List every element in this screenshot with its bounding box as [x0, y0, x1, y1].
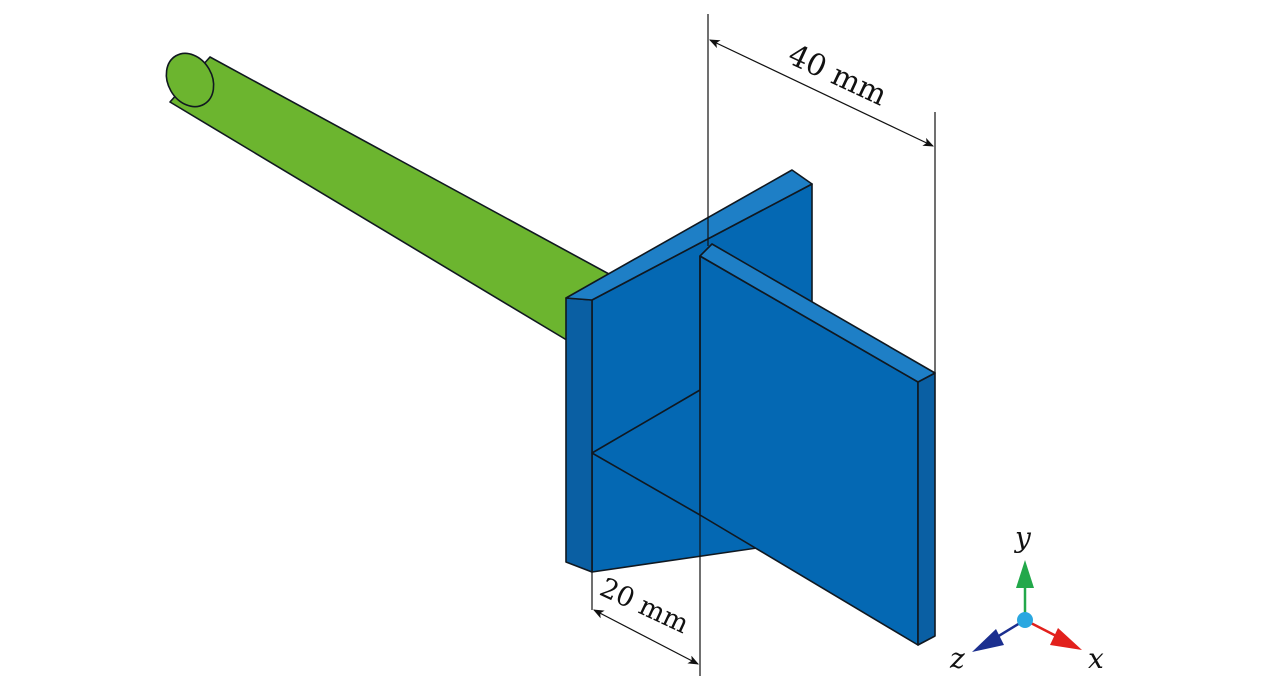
dimension-arrow-20mm [593, 609, 699, 665]
dimension-label-20mm: 20 mm [595, 572, 693, 640]
front-plate [699, 243, 936, 646]
axis-label-x: x [1088, 642, 1104, 675]
axis-label-y: y [1013, 521, 1032, 554]
dimension-arrow-40mm [709, 39, 934, 147]
axis-triad: y x z [949, 521, 1104, 675]
dimension-label-40mm: 40 mm [783, 38, 893, 114]
axis-label-z: z [949, 642, 965, 675]
green-rod [165, 52, 621, 349]
axis-origin-dot [1017, 612, 1033, 628]
